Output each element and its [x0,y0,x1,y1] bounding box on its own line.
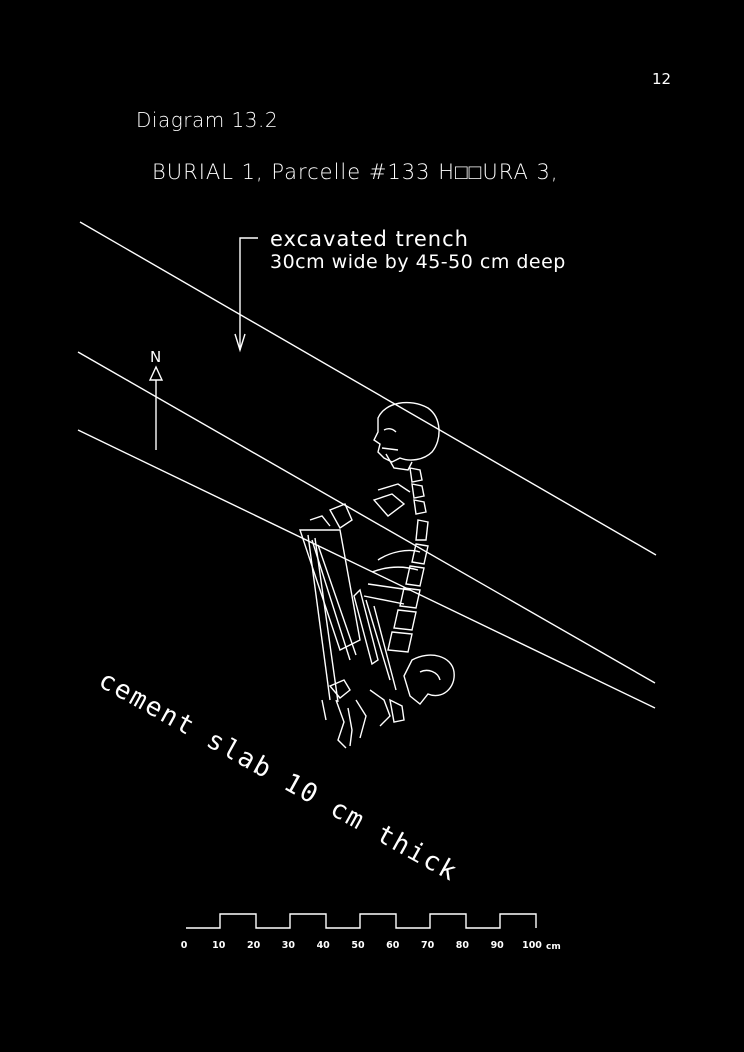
trench-label-line2: 30cm wide by 45-50 cm deep [270,251,566,273]
trench-line-top [79,221,657,556]
scale-tick-label: 60 [386,940,400,951]
scale-unit: cm [546,942,561,952]
scale-tick-label: 90 [490,940,504,951]
trench-line-bottom [77,429,656,709]
burial-subtitle: BURIAL 1, Parcelle #133 H□□URA 3, [152,160,559,184]
scale-tick-label: 0 [180,940,188,951]
scale-tick-label: 80 [455,940,470,951]
north-label: N [150,348,162,366]
scale-tick-label: 50 [351,940,365,951]
diagram-label: Diagram 13.2 [136,108,279,132]
scale-tick-label: 40 [316,940,330,951]
page-number: 12 [652,70,672,88]
trench-label-line1: excavated trench [270,227,469,251]
scale-tick-label: 100 [522,940,542,951]
trench-line-middle [77,351,656,684]
trench-pointer [239,237,258,350]
scale-tick-label: 70 [420,940,435,951]
skeleton-drawing-icon [299,401,455,749]
scale-tick-label: 20 [246,940,261,951]
trench-pointer-arrowhead [234,333,246,353]
scale-bar [186,913,537,929]
scale-tick-label: 30 [281,940,296,951]
scale-tick-label: 10 [212,940,226,951]
north-arrow-icon [148,365,164,381]
